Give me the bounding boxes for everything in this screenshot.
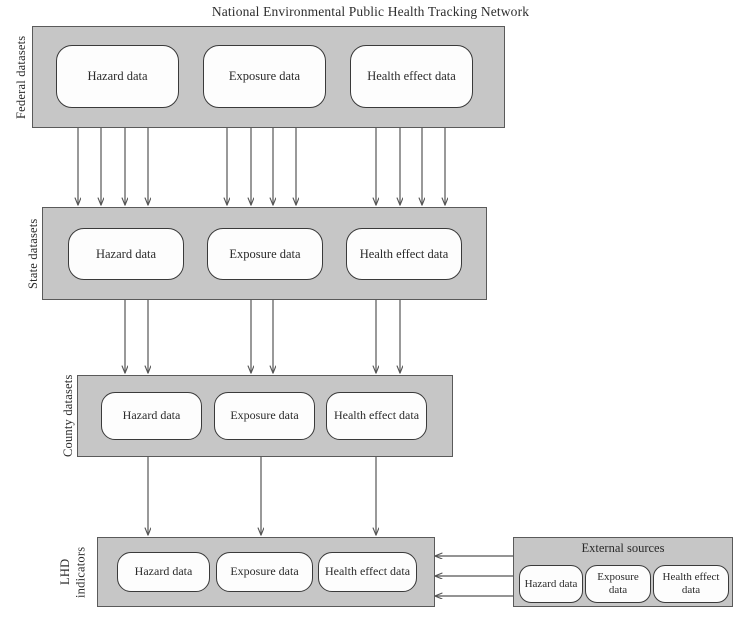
node-county-health-effect-data[interactable]: Health effect data <box>326 392 427 440</box>
node-external-exposure-data[interactable]: Exposure data <box>585 565 651 603</box>
node-state-health-effect-data[interactable]: Health effect data <box>346 228 462 280</box>
node-external-hazard-data[interactable]: Hazard data <box>519 565 583 603</box>
tier-label-state: State datasets <box>26 218 40 289</box>
node-county-hazard-data[interactable]: Hazard data <box>101 392 202 440</box>
node-external-health-effect-data[interactable]: Health effect data <box>653 565 729 603</box>
tier-label-county: County datasets <box>61 374 75 457</box>
tier-label-federal: Federal datasets <box>14 35 28 119</box>
node-county-exposure-data[interactable]: Exposure data <box>214 392 315 440</box>
node-federal-hazard-data[interactable]: Hazard data <box>56 45 179 108</box>
node-state-hazard-data[interactable]: Hazard data <box>68 228 184 280</box>
node-lhd-health-effect-data[interactable]: Health effect data <box>318 552 417 592</box>
node-lhd-exposure-data[interactable]: Exposure data <box>216 552 313 592</box>
external-sources-heading: External sources <box>581 541 665 555</box>
node-federal-health-effect-data[interactable]: Health effect data <box>350 45 473 108</box>
tier-label-lhd: LHD indicators <box>58 546 88 598</box>
node-federal-exposure-data[interactable]: Exposure data <box>203 45 326 108</box>
node-lhd-hazard-data[interactable]: Hazard data <box>117 552 210 592</box>
diagram-title: National Environmental Public Health Tra… <box>211 4 530 19</box>
node-state-exposure-data[interactable]: Exposure data <box>207 228 323 280</box>
